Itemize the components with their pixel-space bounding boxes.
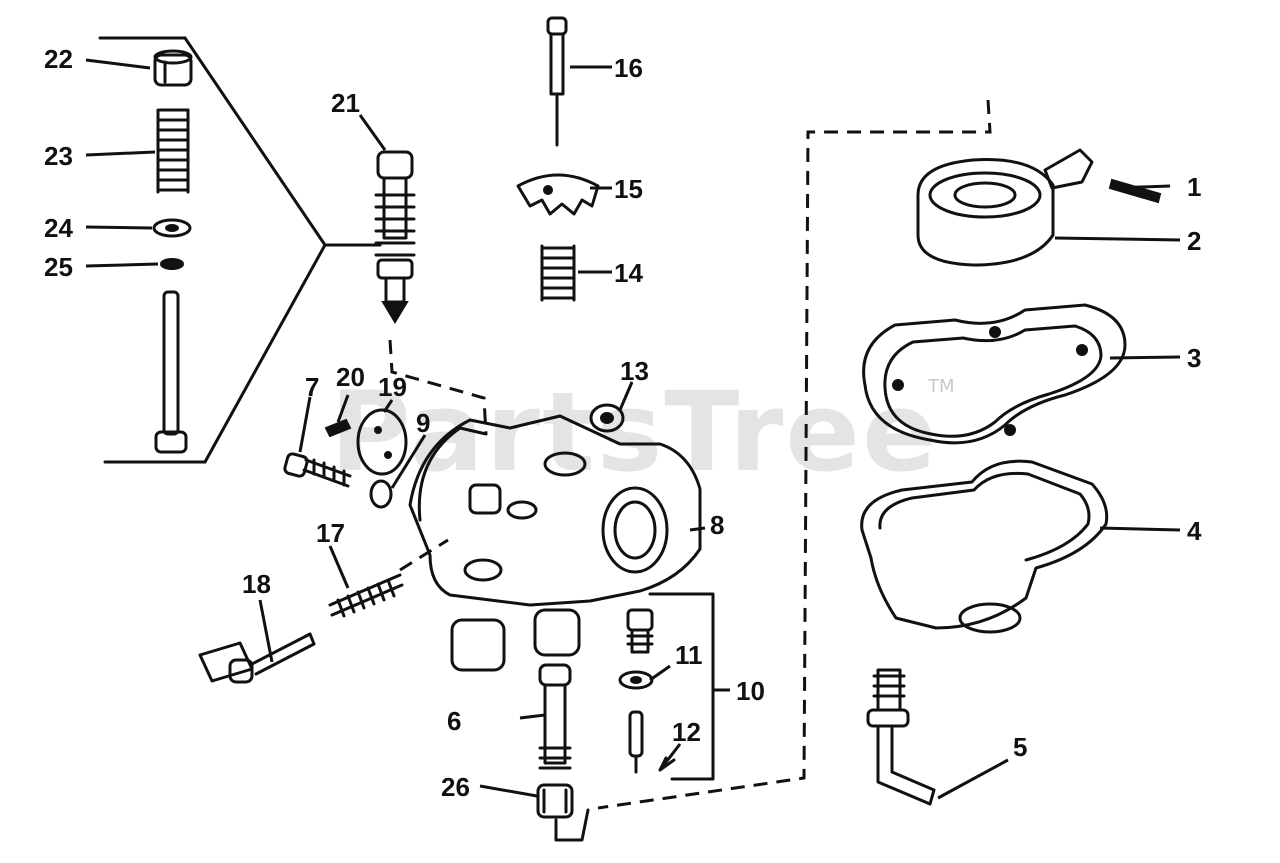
callout-4: 4 (1187, 516, 1202, 546)
part-17-spring (328, 573, 404, 618)
callout-26: 26 (441, 772, 470, 802)
part-1-pin (1108, 178, 1162, 204)
callout-10: 10 (736, 676, 765, 706)
callout-5: 5 (1013, 732, 1027, 762)
part-8-carburetor-body (408, 414, 702, 672)
callout-3: 3 (1187, 343, 1201, 373)
callout-12: 12 (672, 717, 701, 747)
part-19-diaphragm (356, 408, 408, 476)
callout-8: 8 (710, 510, 724, 540)
callout-2: 2 (1187, 226, 1201, 256)
part-23-spring (156, 108, 190, 194)
part-21-adjusting-screw (374, 150, 416, 324)
dashed-routing-low (399, 538, 449, 572)
callout-25: 25 (44, 252, 73, 282)
part-needle-rod (154, 290, 188, 454)
callout-18: 18 (242, 569, 271, 599)
part-15-inlet-lever (516, 173, 600, 216)
part-7-idle-screw (283, 452, 352, 488)
dashed-routing-left (388, 339, 488, 436)
part-24-washer (152, 218, 192, 238)
callout-11: 11 (675, 640, 703, 670)
main-jet-bracket (98, 36, 382, 464)
callout-24: 24 (44, 213, 73, 243)
callout-13: 13 (620, 356, 649, 386)
callout-7: 7 (305, 372, 319, 402)
part-12-needle (628, 710, 676, 774)
callout-19: 19 (378, 372, 407, 402)
part-25-o-ring (160, 258, 184, 270)
leader-lines (85, 58, 1181, 800)
callout-6: 6 (447, 706, 461, 736)
part-6-main-nozzle (538, 663, 572, 770)
part-5-drain-tube (866, 668, 936, 806)
callout-labels: 1 2 3 4 5 6 7 8 9 10 11 12 13 14 15 16 1… (44, 44, 1202, 802)
callout-22: 22 (44, 44, 73, 74)
part-2-float (916, 148, 1094, 267)
callout-14: 14 (614, 258, 643, 288)
callout-9: 9 (416, 408, 430, 438)
part-10-bracket (648, 592, 715, 781)
dash-end-hook (554, 808, 590, 842)
part-4-float-bowl (860, 459, 1109, 634)
part-18-screw (198, 632, 316, 684)
callout-23: 23 (44, 141, 73, 171)
part-11-gasket (618, 670, 654, 690)
callout-20: 20 (336, 362, 365, 392)
part-9-washer (369, 479, 393, 509)
callout-17: 17 (316, 518, 345, 548)
part-20-pin (324, 418, 352, 438)
part-10-inlet-seat (626, 608, 654, 654)
part-13-plug (589, 403, 625, 433)
watermark-text: PartsTree (330, 368, 939, 496)
callout-15: 15 (614, 174, 643, 204)
part-3-gasket (862, 303, 1127, 445)
part-22-cap-nut (153, 49, 193, 87)
callout-16: 16 (614, 53, 643, 83)
part-14-spring (540, 244, 576, 302)
watermark-trademark: TM (927, 376, 955, 397)
part-16-needle (546, 16, 568, 147)
part-26-nut (536, 783, 574, 819)
dashed-routing-right (597, 99, 992, 810)
callout-1: 1 (1187, 172, 1201, 202)
callout-21: 21 (331, 88, 360, 118)
